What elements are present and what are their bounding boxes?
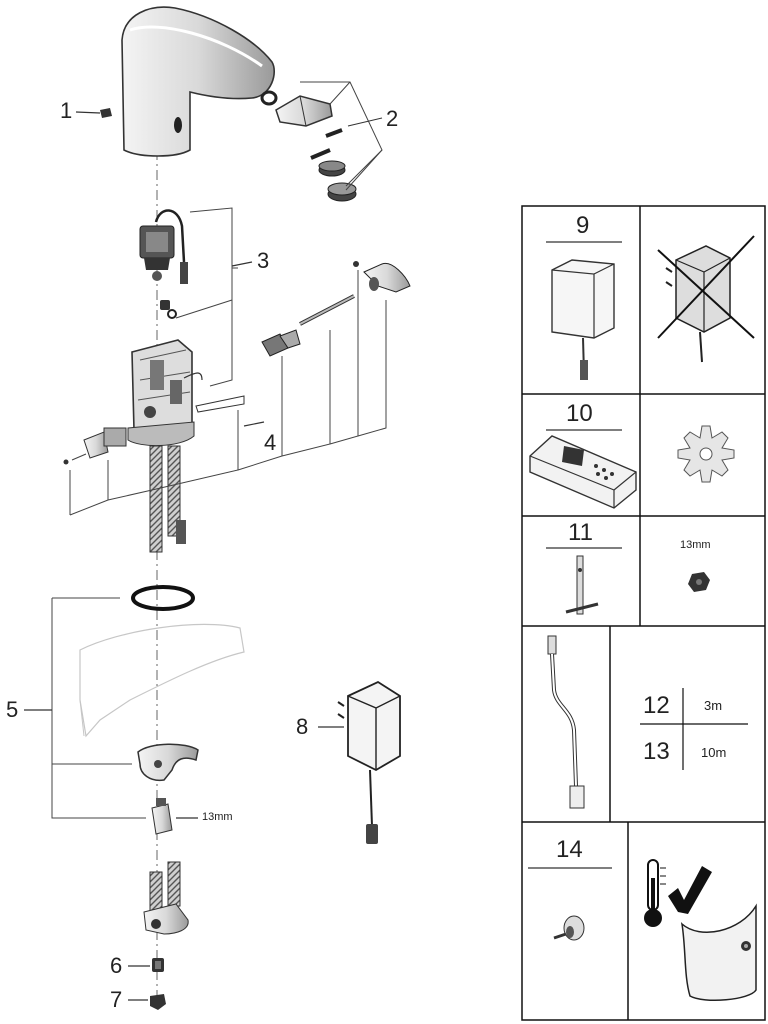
nut-size-label: 13mm bbox=[202, 811, 233, 823]
power-adapter bbox=[337, 680, 401, 844]
callout-2: 2 bbox=[386, 106, 399, 131]
thermometer-icon bbox=[644, 859, 666, 927]
part4-leaders bbox=[69, 270, 387, 516]
gear-icon bbox=[677, 425, 735, 483]
hex-nut-icon bbox=[688, 572, 710, 592]
part5-leaders bbox=[24, 597, 198, 819]
callout-4: 4 bbox=[264, 430, 277, 455]
callout-5: 5 bbox=[6, 697, 19, 722]
lever-spindle bbox=[261, 261, 411, 357]
callout-1: 1 bbox=[60, 98, 73, 123]
callout-9: 9 bbox=[576, 212, 590, 239]
grub-screw bbox=[100, 108, 112, 118]
valve-body bbox=[127, 300, 245, 447]
cable-length-13: 10m bbox=[701, 745, 727, 760]
remote-control-10 bbox=[529, 429, 637, 509]
sensor-module bbox=[139, 207, 253, 387]
checkmark-icon bbox=[668, 866, 712, 914]
countertop-section bbox=[79, 623, 245, 738]
callout-3: 3 bbox=[257, 248, 270, 273]
aerator-set bbox=[260, 81, 383, 202]
o-ring-gasket bbox=[131, 585, 195, 611]
callout-11: 11 bbox=[568, 519, 593, 546]
callout-8: 8 bbox=[296, 714, 309, 739]
callout-13: 13 bbox=[643, 738, 670, 765]
filter-14 bbox=[528, 867, 612, 941]
accessories-table bbox=[521, 205, 766, 1021]
wrench-size-label: 13mm bbox=[680, 539, 711, 551]
side-fitting bbox=[63, 427, 127, 465]
crossed-out-adapter-icon bbox=[657, 235, 755, 363]
extension-cable bbox=[547, 635, 585, 809]
callout-12: 12 bbox=[643, 692, 670, 719]
battery-box-9 bbox=[546, 241, 622, 380]
fixing-nut bbox=[151, 798, 173, 835]
hex-key-11 bbox=[546, 547, 622, 615]
check-valve-part7 bbox=[150, 994, 166, 1010]
callout-10: 10 bbox=[566, 400, 593, 427]
cable-length-12: 3m bbox=[704, 698, 723, 713]
cable-length-table bbox=[640, 688, 748, 770]
callout-7: 7 bbox=[110, 987, 123, 1012]
hose-ends bbox=[143, 861, 189, 935]
valve-shroud bbox=[680, 903, 757, 1001]
callout-6: 6 bbox=[110, 953, 123, 978]
supply-hoses bbox=[149, 445, 186, 553]
faucet-spout bbox=[121, 6, 276, 157]
mounting-clamp bbox=[137, 743, 199, 782]
callout-14: 14 bbox=[556, 836, 583, 863]
hose-nut-part6 bbox=[152, 958, 164, 972]
